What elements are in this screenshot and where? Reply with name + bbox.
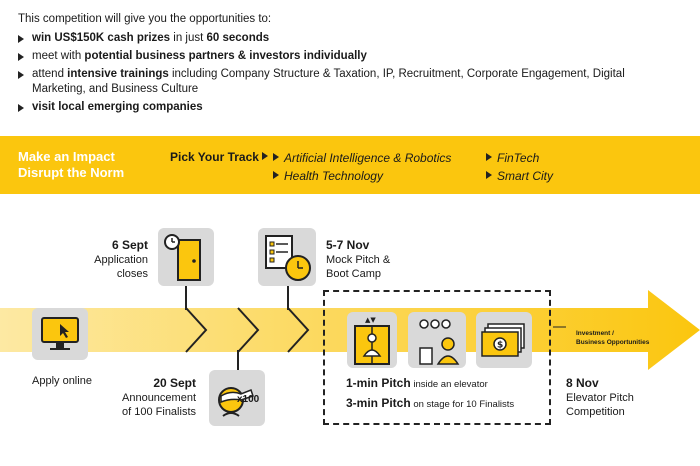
bullet-arrow-icon [273,153,279,161]
list-item: attend intensive trainings including Com… [18,67,658,97]
bullet-arrow-icon [18,104,24,112]
chevron-icon [237,307,260,353]
apply-online-icon [32,308,88,360]
opportunity-list: win US$150K cash prizes in just 60 secon… [18,31,658,115]
bullet-arrow-icon [486,171,492,179]
investment-banner: Investment / Business Opportunities [576,330,650,346]
track-item: Artificial Intelligence & Robotics [273,151,451,165]
three-minute-pitch: 3-min Pitch on stage for 10 Finalists [346,396,515,410]
list-item: meet with potential business partners & … [18,49,658,64]
checklist-clock-icon [258,228,316,286]
elevator-icon: ▲▼ [347,312,397,368]
bullet-bold-text: 60 seconds [206,32,270,44]
final-date: 8 Nov [566,376,599,390]
bullet-text: attend [32,68,68,80]
pitch-details: 1-min Pitch inside an elevator 3-min Pit… [346,376,546,412]
list-item: win US$150K cash prizes in just 60 secon… [18,31,658,46]
bullet-text: in just [170,32,207,44]
arrow-icon [262,152,269,160]
svg-text:$: $ [497,341,503,351]
track-item: FinTech [486,151,539,165]
track-band: Make an Impact Disrupt the Norm Pick You… [0,136,700,194]
announce-date: 20 Sept [153,376,196,390]
apply-label: Apply online [32,375,92,387]
finalists-badge: x100 [237,394,260,405]
pick-track-label: Pick Your Track [170,150,269,164]
intro-section: This competition will give you the oppor… [18,12,658,118]
bootcamp-date: 5-7 Nov [326,238,370,252]
bullet-arrow-icon [273,171,279,179]
list-item: visit local emerging companies [18,100,658,115]
bullet-bold-text: visit local emerging companies [32,101,203,113]
slogan-line: Make an Impact [18,149,115,164]
door-clock-icon [158,228,214,286]
track-item: Smart City [486,169,553,183]
bullet-arrow-icon [18,35,24,43]
svg-text:▲▼: ▲▼ [365,316,376,324]
stage-pitch-icon [408,312,466,368]
bullet-arrow-icon [18,71,24,79]
chevron-icon [185,307,208,353]
bullet-bold-text: intensive trainings [67,68,169,80]
announce-milestone: 20 Sept Announcement of 100 Finalists [122,376,196,418]
final-milestone: 8 Nov Elevator Pitch Competition [566,376,634,418]
chevron-icon [287,307,310,353]
bootcamp-milestone: 5-7 Nov Mock Pitch & Boot Camp [326,238,391,280]
bullet-arrow-icon [486,153,492,161]
slogan-line: Disrupt the Norm [18,165,125,180]
one-minute-pitch: 1-min Pitch inside an elevator [346,376,488,390]
slogan: Make an Impact Disrupt the Norm [18,149,124,181]
computer-icon [41,317,79,350]
bullet-bold-text: win US$150K cash prizes [32,32,171,44]
close-milestone: 6 Sept Application closes [94,238,148,280]
bullet-text: meet with [32,50,85,62]
finalists-icon: x100 [209,370,265,426]
pitch-section-box [323,290,551,425]
bullet-arrow-icon [18,53,24,61]
close-date: 6 Sept [111,238,148,252]
cash-icon: $ [476,312,532,368]
intro-lead: This competition will give you the oppor… [18,13,272,25]
bullet-bold-text: potential business partners & investors … [84,50,367,62]
timeline: Apply online 6 Sept Application closes x… [0,200,700,466]
track-item: Health Technology [273,169,383,183]
bullet-text: including Company Structure & Taxation, … [32,68,625,95]
